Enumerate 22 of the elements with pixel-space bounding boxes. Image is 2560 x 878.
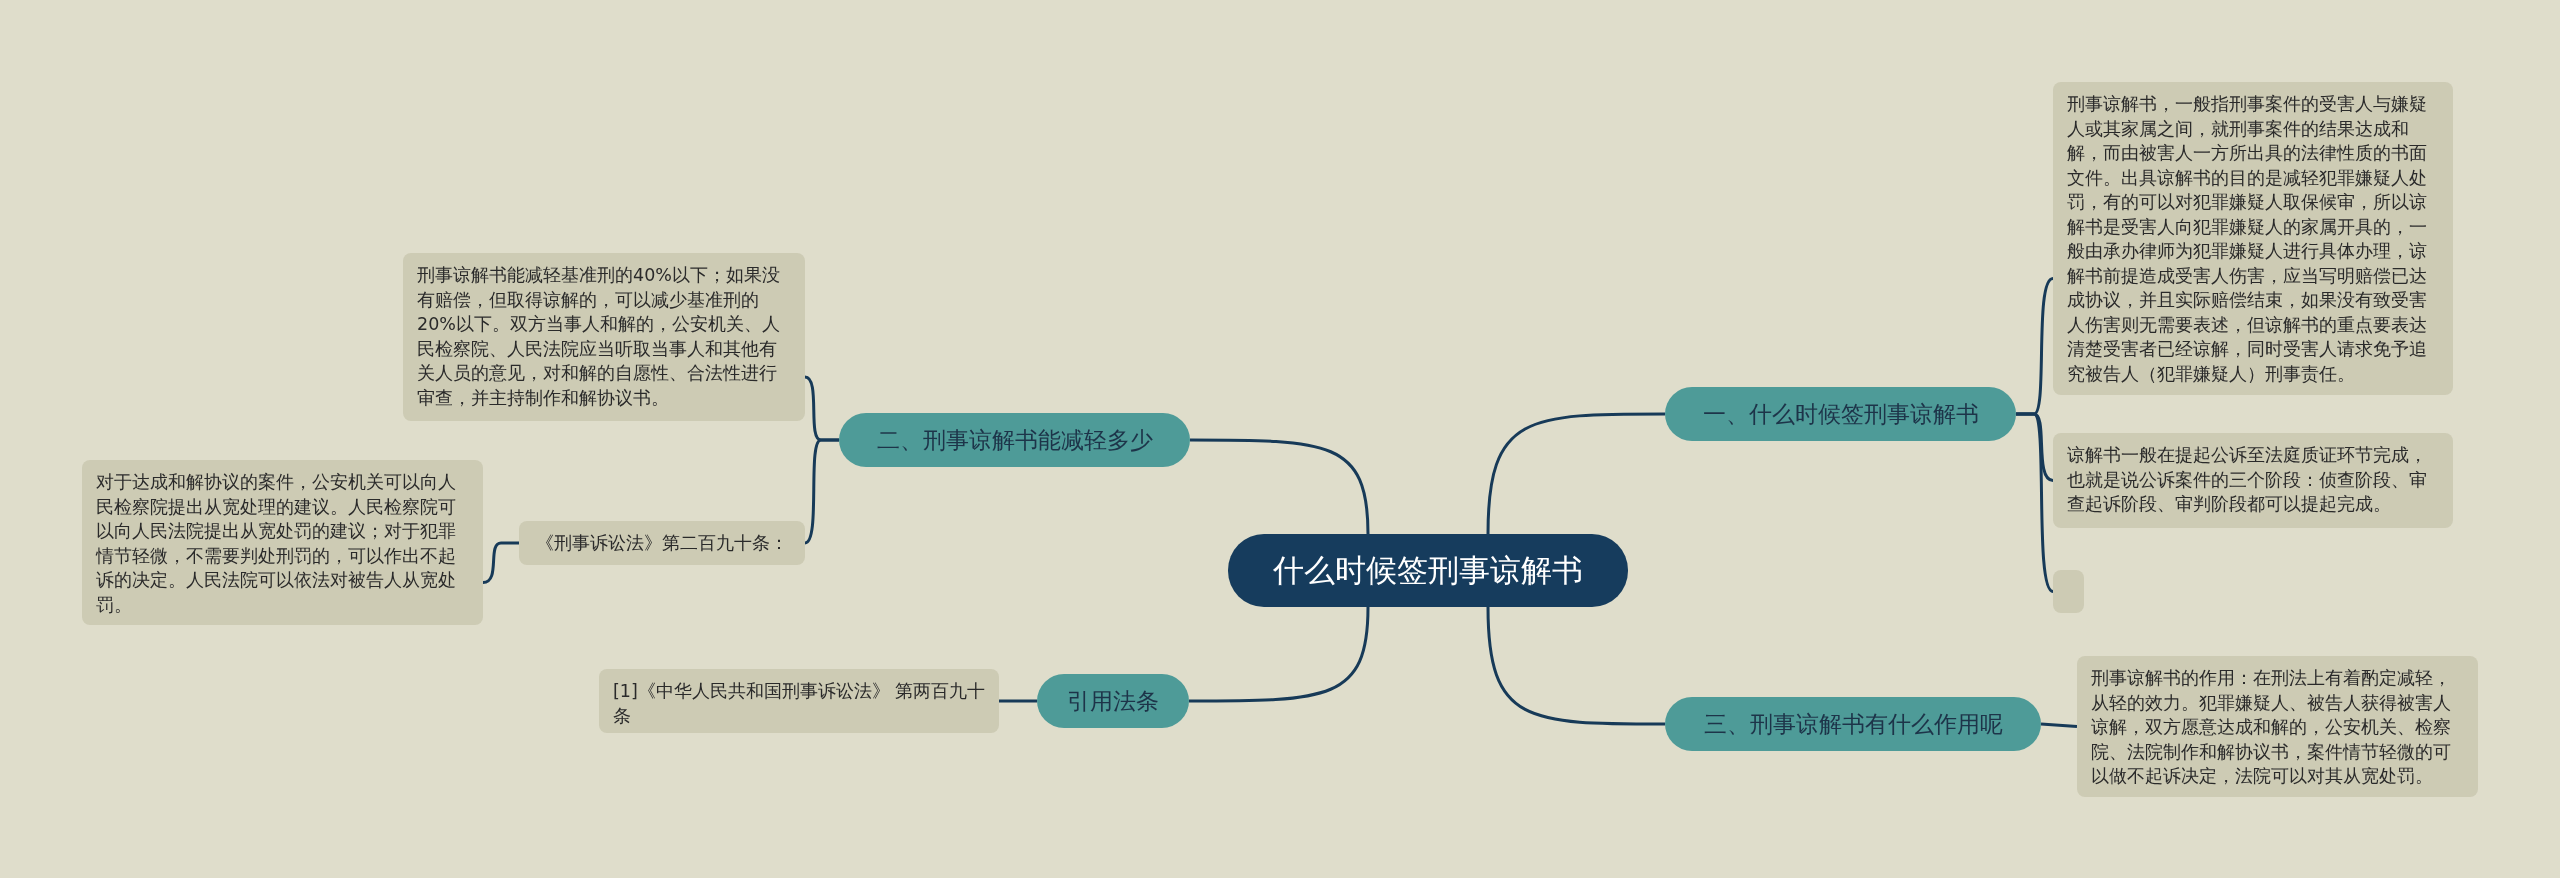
branch-topic: 引用法条 — [1037, 674, 1189, 728]
connector-line — [1486, 412, 1665, 535]
note-box: 刑事谅解书的作用：在刑法上有着酌定减轻，从轻的效力。犯罪嫌疑人、被告人获得被害人谅解，双方愿意达成和解的，公安机关、检察院、法院制作和解协议书，案件情节轻微的可以做不起诉决定，法院可以对其从宽处罚。 — [2077, 656, 2478, 797]
connector-line — [482, 541, 519, 584]
note-box: 刑事谅解书，一般指刑事案件的受害人与嫌疑人或其家属之间，就刑事案件的结果达成和解，而由被害人一方所出具的法律性质的书面文件。出具谅解书的目的是减轻犯罪嫌疑人处罚，有的可以对犯罪嫌疑人取保候审，所以谅解书是受害人向犯罪嫌疑人的家属开具的，一般由承办律师为犯罪嫌疑人进行具体办理，谅解书前提造成受害人伤害，应当写明赔偿已达成协议，并且实际赔偿结束，如果没有致受害人伤害则无需要表述，但谅解书的重点要表达清楚受害者已经谅解，同时受害人请求免予追究被告人（犯罪嫌疑人）刑事责任。 — [2053, 82, 2453, 395]
note-box: 对于达成和解协议的案件，公安机关可以向人民检察院提出从宽处理的建议。人民检察院可以向人民法院提出从宽处罚的建议；对于犯罪情节轻微，不需要判处刑罚的，可以作出不起诉的决定。人民法院可以依法对被告人从宽处罚。 — [82, 460, 483, 625]
connector-line — [2040, 722, 2078, 728]
central-topic: 什么时候签刑事谅解书 — [1228, 534, 1628, 607]
connector-line — [2016, 412, 2054, 593]
note-box: [1]《中华人民共和国刑事诉讼法》 第两百九十条 — [599, 669, 999, 733]
connector-line — [1486, 606, 1665, 726]
empty-box — [2053, 570, 2084, 613]
note-box: 《刑事诉讼法》第二百九十条： — [519, 521, 805, 565]
branch-topic: 一、什么时候签刑事谅解书 — [1665, 387, 2016, 441]
branch-topic: 三、刑事谅解书有什么作用呢 — [1665, 697, 2041, 751]
branch-topic: 二、刑事谅解书能减轻多少 — [839, 413, 1190, 467]
connector-line — [804, 438, 839, 545]
connector-line — [1190, 438, 1370, 535]
connector-line — [999, 699, 1037, 703]
connector-line — [1189, 606, 1370, 703]
note-box: 谅解书一般在提起公诉至法庭质证环节完成，也就是说公诉案件的三个阶段：侦查阶段、审查起诉阶段、审判阶段都可以提起完成。 — [2053, 433, 2453, 528]
note-box: 刑事谅解书能减轻基准刑的40%以下；如果没有赔偿，但取得谅解的，可以减少基准刑的20%以下。双方当事人和解的，公安机关、人民检察院、人民法院应当听取当事人和其他有关人员的意见，对和解的自愿性、合法性进行审查，并主持制作和解协议书。 — [403, 253, 805, 421]
